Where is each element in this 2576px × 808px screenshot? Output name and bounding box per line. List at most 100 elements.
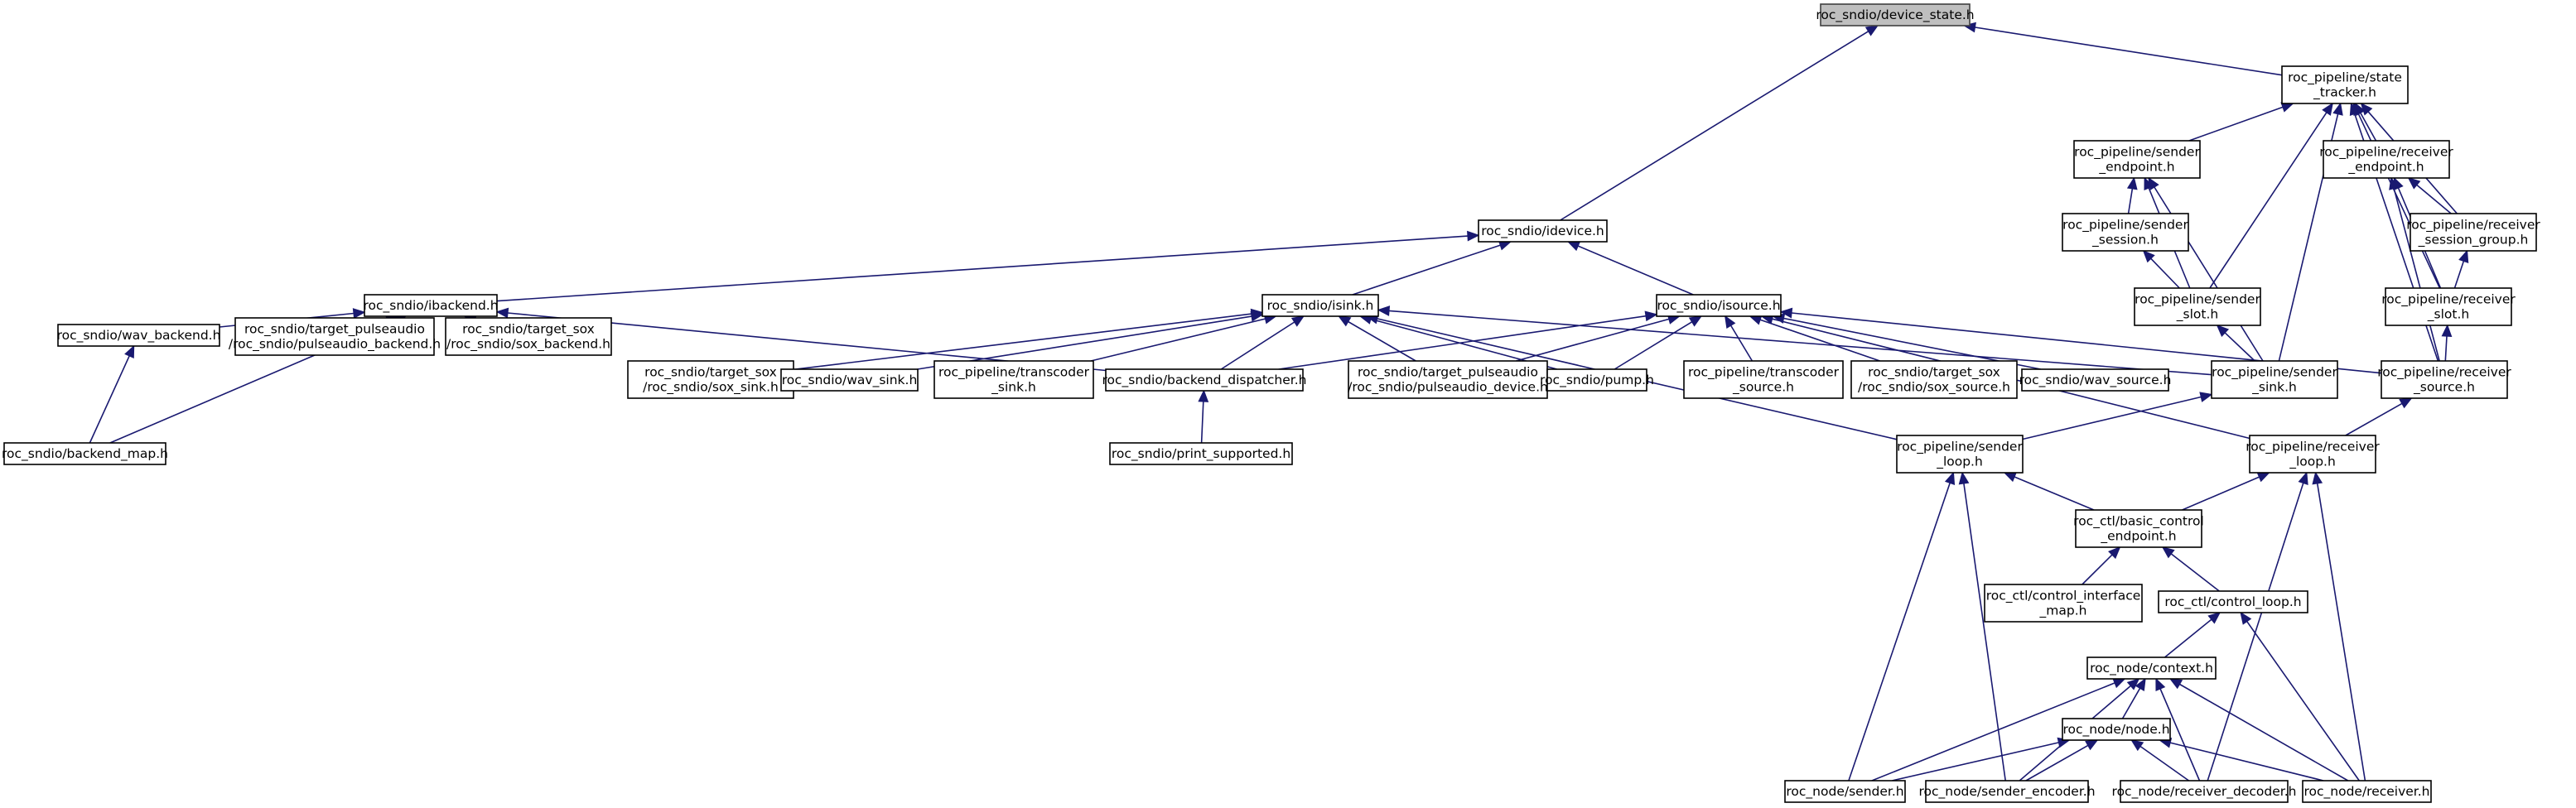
arrowhead-icon: [1566, 241, 1581, 252]
node-box: [2281, 65, 2409, 104]
arrowhead-icon: [2207, 612, 2221, 624]
arrowhead-icon: [2130, 739, 2144, 752]
edge-pulse_device-to-isink: [1338, 315, 1416, 362]
node-backend-dispatcher[interactable]: roc_sndio/backend_dispatcher.h: [1102, 368, 1307, 392]
node-idevice[interactable]: roc_sndio/idevice.h: [1478, 219, 1608, 243]
edge-line: [1848, 483, 1951, 782]
arrowhead-icon: [2168, 678, 2183, 690]
edge-line: [2082, 554, 2113, 585]
node-box: [1784, 780, 1906, 803]
arrowhead-icon: [2349, 102, 2360, 116]
node-state-tracker[interactable]: roc_pipeline/state_tracker.h: [2281, 65, 2409, 104]
node-isource[interactable]: roc_sndio/isource.h: [1656, 294, 1782, 317]
edge-receiver-to-receiver_loop: [2312, 471, 2366, 782]
edge-line: [2179, 683, 2349, 782]
node-label: roc_sndio/pump.h: [1540, 373, 1654, 388]
node-box: [3, 442, 166, 465]
node-pump[interactable]: roc_sndio/pump.h: [1540, 368, 1654, 392]
node-sox-backend[interactable]: roc_sndio/target_sox/roc_sndio/sox_backe…: [445, 317, 612, 356]
node-ibackend[interactable]: roc_sndio/ibackend.h: [363, 294, 499, 317]
node-label: _slot.h: [2176, 307, 2218, 323]
node-sender-sink[interactable]: roc_pipeline/sender_sink.h: [2211, 360, 2338, 399]
node-sender-session[interactable]: roc_pipeline/sender_session.h: [2062, 213, 2189, 252]
edge-line: [2416, 184, 2452, 214]
node-box: [2302, 780, 2432, 803]
node-wav-source[interactable]: roc_sndio/wav_source.h: [2019, 368, 2172, 392]
node-receiver-source[interactable]: roc_pipeline/receiver_source.h: [2377, 360, 2511, 399]
node-label: roc_sndio/wav_sink.h: [782, 373, 918, 388]
arrowhead-icon: [1958, 471, 1970, 485]
node-isink[interactable]: roc_sndio/isink.h: [1261, 294, 1379, 317]
node-label: roc_ctl/control_loop.h: [2164, 594, 2301, 610]
node-label: _tracker.h: [2313, 85, 2376, 101]
node-receiver[interactable]: roc_node/receiver.h: [2302, 780, 2432, 803]
edge-control_interface_map-to-basic_control_endpoint: [2082, 546, 2121, 585]
node-label: roc_pipeline/transcoder: [938, 365, 1090, 381]
node-sender-endpoint[interactable]: roc_pipeline/sender_endpoint.h: [2073, 140, 2201, 179]
node-wav-sink[interactable]: roc_sndio/wav_sink.h: [780, 368, 919, 392]
node-box: [1656, 294, 1782, 317]
node-basic-control-endpoint[interactable]: roc_ctl/basic_control_endpoint.h: [2073, 509, 2204, 548]
node-transcoder-source[interactable]: roc_pipeline/transcoder_source.h: [1683, 360, 1844, 399]
edge-line: [1614, 321, 1693, 370]
arrowhead-icon: [2085, 739, 2099, 751]
arrowhead-icon: [2155, 677, 2166, 692]
arrowhead-icon: [1779, 307, 1793, 319]
node-label: /roc_sndio/sox_sink.h: [643, 380, 779, 396]
node-device-state: roc_sndio/device_state.h: [1816, 3, 1975, 26]
arrowhead-icon: [2322, 102, 2333, 116]
node-label: roc_sndio/backend_map.h: [2, 446, 168, 462]
edge-line: [1515, 318, 1670, 362]
edge-sender_sink-to-sender_slot: [2216, 324, 2255, 362]
node-receiver-loop[interactable]: roc_pipeline/receiver_loop.h: [2246, 435, 2380, 474]
node-box: [2381, 360, 2508, 399]
node-box: [57, 324, 220, 347]
node-label: /roc_sndio/sox_source.h: [1858, 380, 2010, 396]
edge-control_loop-to-basic_control_endpoint: [2161, 546, 2220, 592]
node-sender-slot[interactable]: roc_pipeline/sender_slot.h: [2134, 287, 2261, 326]
arrowhead-icon: [2126, 176, 2138, 190]
edge-line: [2345, 402, 2403, 436]
edge-line: [2182, 476, 2260, 511]
edge-backend_dispatcher-to-isource: [1278, 310, 1658, 370]
node-pulse-backend[interactable]: roc_sndio/target_pulseaudio/roc_sndio/pu…: [229, 317, 441, 356]
node-transcoder-sink[interactable]: roc_pipeline/transcoder_sink.h: [933, 360, 1094, 399]
node-backend-map[interactable]: roc_sndio/backend_map.h: [2, 442, 168, 465]
node-label: _sink.h: [2251, 380, 2297, 396]
node-receiver-session-group[interactable]: roc_pipeline/receiver_session_group.h: [2406, 213, 2540, 252]
node-receiver-endpoint[interactable]: roc_pipeline/receiver_endpoint.h: [2319, 140, 2453, 179]
node-print-supported[interactable]: roc_sndio/print_supported.h: [1109, 442, 1293, 465]
edge-sender_sink-to-isink: [1377, 305, 2212, 376]
arrowhead-icon: [2332, 102, 2343, 116]
node-label: roc_ctl/basic_control: [2073, 514, 2204, 530]
node-receiver-slot[interactable]: roc_pipeline/receiver_slot.h: [2381, 287, 2516, 326]
node-context[interactable]: roc_node/context.h: [2086, 656, 2217, 680]
node-receiver-decoder[interactable]: roc_node/receiver_decoder.h: [2112, 780, 2297, 803]
edge-line: [1577, 245, 1694, 296]
edge-ibackend-to-idevice: [496, 230, 1480, 302]
edge-receiver_decoder-to-context: [2155, 677, 2201, 782]
node-sender-loop[interactable]: roc_pipeline/sender_loop.h: [1896, 435, 2024, 474]
node-control-loop[interactable]: roc_ctl/control_loop.h: [2158, 590, 2308, 613]
arrowhead-icon: [2312, 471, 2323, 485]
node-label: roc_pipeline/receiver: [2381, 292, 2516, 308]
node-pulse-device[interactable]: roc_sndio/target_pulseaudio/roc_sndio/pu…: [1348, 360, 1548, 399]
node-wav-backend[interactable]: roc_sndio/wav_backend.h: [57, 324, 221, 347]
edge-line: [2360, 113, 2377, 142]
arrowhead-icon: [352, 308, 366, 319]
node-box: [234, 317, 435, 356]
node-sender[interactable]: roc_node/sender.h: [1784, 780, 1906, 803]
node-label: roc_sndio/wav_backend.h: [57, 328, 221, 344]
edge-line: [793, 313, 1252, 371]
node-control-interface-map[interactable]: roc_ctl/control_interface_map.h: [1984, 584, 2143, 623]
arrowhead-icon: [1688, 315, 1703, 327]
arrowhead-icon: [1290, 315, 1305, 327]
node-sox-source[interactable]: roc_sndio/target_sox/roc_sndio/sox_sourc…: [1850, 360, 2018, 399]
node-label: roc_node/sender_encoder.h: [1918, 784, 2095, 800]
node-sender-encoder[interactable]: roc_node/sender_encoder.h: [1918, 780, 2096, 803]
edge-isink-to-idevice: [1352, 240, 1512, 296]
node-label: roc_node/context.h: [2090, 661, 2213, 676]
arrowhead-icon: [1377, 305, 1391, 316]
node-node[interactable]: roc_node/node.h: [2062, 718, 2171, 741]
node-sox-sink[interactable]: roc_sndio/target_sox/roc_sndio/sox_sink.…: [627, 360, 794, 399]
